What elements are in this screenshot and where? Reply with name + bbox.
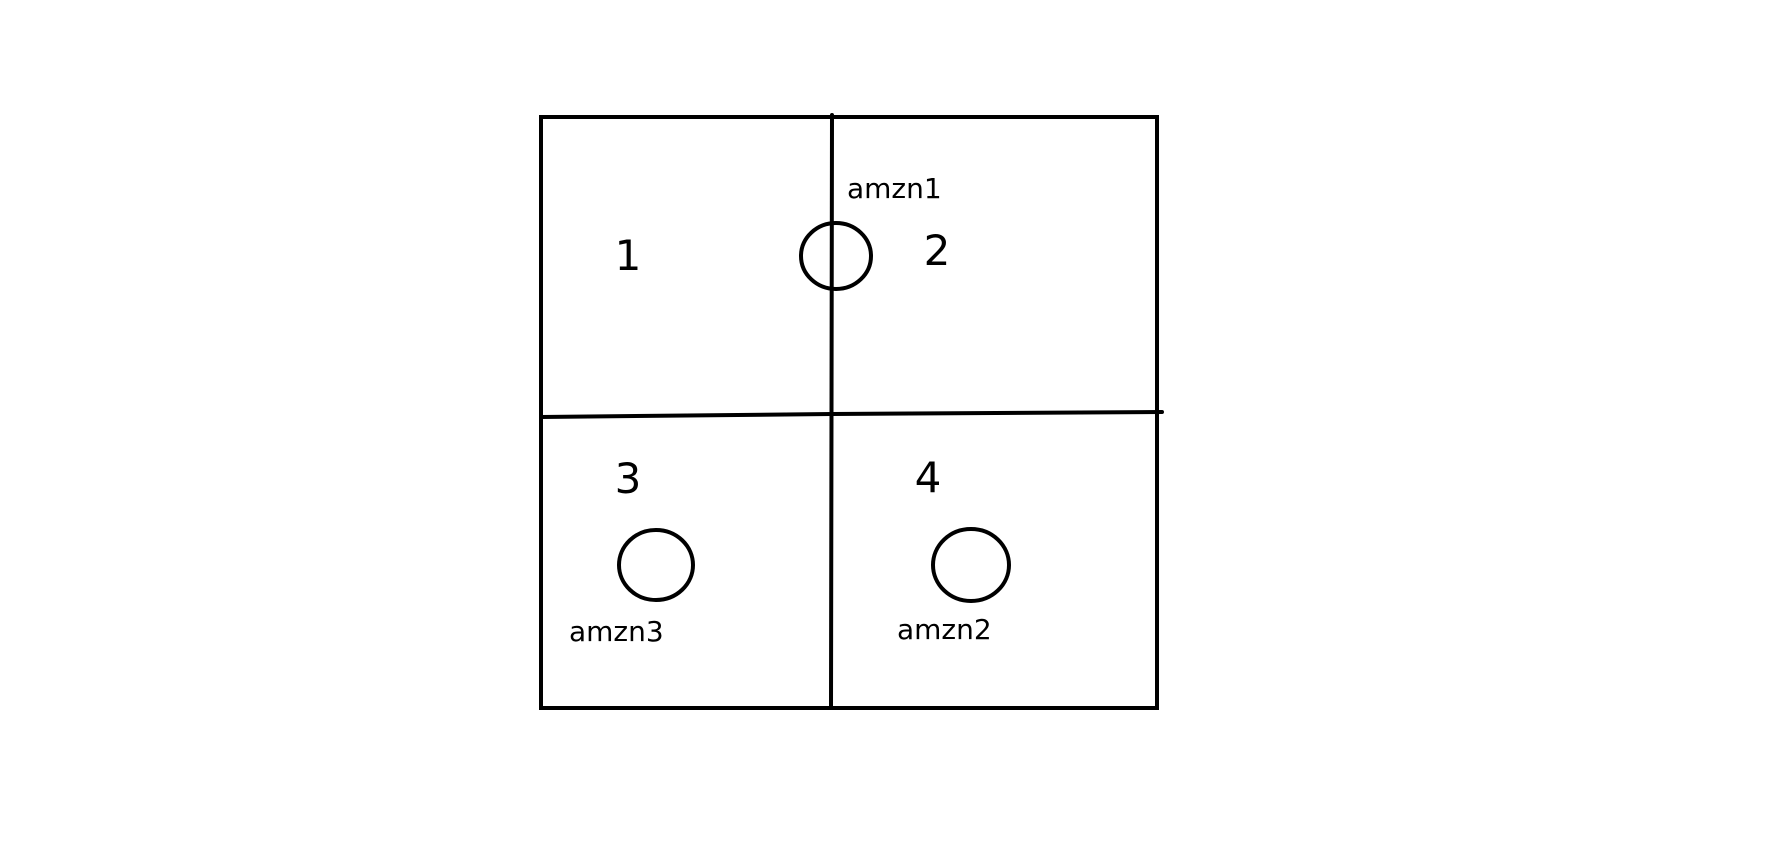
amzn1-node-circle [799, 221, 873, 291]
amzn3-label: amzn3 [569, 615, 664, 648]
amzn2-node-circle [931, 527, 1011, 603]
quadrant-3-number: 3 [615, 454, 642, 503]
vertical-divider [829, 113, 834, 710]
quadrant-1-number: 1 [615, 231, 642, 280]
quadrant-2-number: 2 [924, 226, 951, 275]
amzn1-label: amzn1 [847, 172, 942, 205]
amzn2-label: amzn2 [897, 613, 992, 646]
horizontal-divider [539, 410, 1164, 419]
amzn3-node-circle [617, 528, 695, 602]
quadrant-4-number: 4 [915, 453, 942, 502]
